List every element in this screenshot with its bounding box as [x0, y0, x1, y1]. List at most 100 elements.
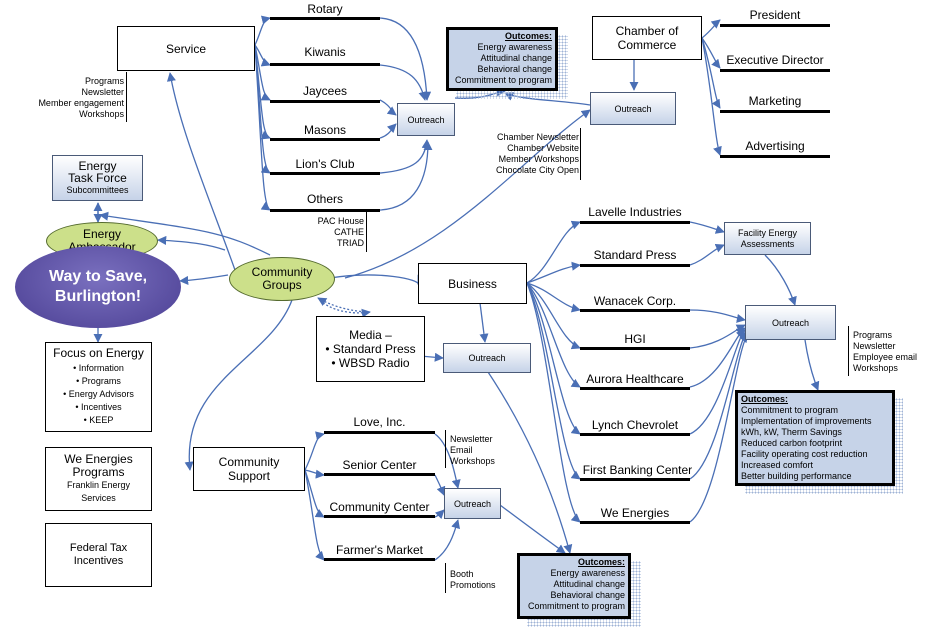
outcomes-top-title: Outcomes:	[504, 31, 552, 41]
company-label: Aurora Healthcare	[586, 372, 684, 386]
company-label: We Energies	[600, 506, 670, 520]
facility-line: Assessments	[740, 238, 795, 249]
company-bar	[580, 521, 690, 524]
love-notes-rule	[445, 430, 446, 468]
club-kiwanis: Kiwanis	[304, 45, 346, 59]
business-note: Workshops	[853, 363, 898, 373]
federal-tax-box: Federal Tax Incentives	[45, 523, 152, 587]
outcome-item: Attitudinal change	[553, 579, 625, 589]
we-energies-sub-line: Services	[81, 493, 116, 503]
club-bar	[270, 17, 380, 20]
outcome-item: kWh, kW, Therm Savings	[741, 427, 842, 437]
club-bar	[270, 100, 380, 103]
chamber-title-line: Commerce	[617, 38, 677, 52]
outcome-item: Energy awareness	[477, 42, 552, 52]
club-bar	[270, 209, 380, 212]
focus-item: • Information	[73, 363, 124, 373]
outcome-item: Facility operating cost reduction	[741, 449, 868, 459]
chamber-notes-rule	[580, 128, 581, 180]
service-box: Service	[117, 26, 255, 71]
others-note: CATHE	[334, 227, 364, 237]
outcome-item: Behavioral change	[550, 590, 625, 600]
others-note: PAC House	[317, 216, 364, 226]
outcome-item: Better building performance	[741, 471, 852, 481]
media-line: • Standard Press	[325, 342, 416, 356]
club-rotary: Rotary	[307, 2, 343, 16]
business-note: Employee email	[853, 352, 918, 362]
others-notes: PAC House CATHE TRIAD	[308, 216, 364, 249]
company-label: Lavelle Industries	[588, 205, 682, 219]
facility-assessments-box: Facility Energy Assessments	[724, 222, 811, 255]
community-support-box: Community Support	[193, 447, 305, 491]
role-bar	[720, 155, 830, 158]
outcome-item: Behavioral change	[477, 64, 552, 74]
company-bar	[580, 387, 690, 390]
business-box: Business	[418, 263, 527, 304]
business-outreach-label: Outreach	[468, 353, 506, 363]
focus-item: • KEEP	[83, 415, 114, 425]
market-note: Booth	[450, 569, 474, 579]
chamber-title-line: Chamber of	[615, 24, 679, 38]
community-outreach-box: Outreach	[444, 488, 501, 519]
love-note: Email	[450, 445, 473, 455]
focus-on-energy-box: Focus on Energy • Information • Programs…	[45, 342, 152, 432]
community-groups-ellipse: Community Groups	[229, 257, 335, 301]
org-bar	[324, 515, 435, 518]
company-label: HGI	[624, 332, 646, 346]
we-energies-line: We Energies	[64, 452, 133, 466]
we-energies-line: Programs	[72, 465, 125, 479]
org-bar	[324, 473, 435, 476]
chamber-outreach-box: Outreach	[590, 92, 676, 125]
company-bar	[580, 433, 690, 436]
company-label: Wanacek Corp.	[593, 294, 677, 308]
service-outreach-label: Outreach	[407, 114, 445, 125]
task-force-line: Subcommittees	[66, 185, 129, 195]
outcomes-bottom-title: Outcomes:	[577, 557, 625, 567]
role-bar	[720, 110, 830, 113]
outcome-item: Energy awareness	[550, 568, 625, 578]
company-bar	[580, 221, 690, 224]
community-support-line: Support	[227, 469, 271, 483]
business-outreach-right-label: Outreach	[771, 317, 810, 328]
outcome-item: Attitudinal change	[480, 53, 552, 63]
club-jaycees: Jaycees	[302, 84, 348, 98]
media-box: Media – • Standard Press • WBSD Radio	[316, 316, 425, 382]
service-note: Programs	[84, 76, 124, 86]
chamber-note: Member Workshops	[498, 154, 579, 164]
chamber-box: Chamber of Commerce	[592, 16, 702, 60]
business-note: Newsletter	[853, 341, 896, 351]
company-label: Standard Press	[593, 248, 677, 262]
love-note: Workshops	[450, 456, 495, 466]
federal-line: Federal Tax	[69, 542, 128, 554]
org-bar	[324, 558, 435, 561]
company-bar	[580, 347, 690, 350]
org-label: Love, Inc.	[353, 415, 406, 429]
role-marketing: Marketing	[748, 94, 802, 108]
task-force-line: Energy	[78, 159, 117, 173]
club-masons: Masons	[303, 123, 347, 137]
way-to-save-line: Burlington!	[54, 288, 142, 305]
org-label: Community Center	[329, 500, 430, 514]
love-note: Newsletter	[450, 434, 493, 444]
facility-line: Facility Energy	[737, 227, 798, 238]
focus-item: • Energy Advisors	[63, 389, 134, 399]
service-note: Newsletter	[81, 87, 124, 97]
others-notes-rule	[366, 212, 367, 252]
company-label: Lynch Chevrolet	[591, 418, 679, 432]
outcome-item: Reduced carbon footprint	[741, 438, 843, 448]
ambassador-line: Energy	[82, 227, 122, 241]
service-note: Workshops	[79, 109, 124, 119]
chamber-notes: Chamber Newsletter Chamber Website Membe…	[485, 132, 579, 176]
business-outreach-right-box: Outreach	[745, 305, 836, 340]
market-notes: Booth Promotions	[450, 569, 510, 591]
outcome-item: Commitment to program	[527, 601, 625, 611]
company-bar	[580, 478, 690, 481]
chamber-note: Chocolate City Open	[495, 165, 579, 175]
outcome-item: Increased comfort	[741, 460, 814, 470]
community-groups-line: Groups	[262, 278, 302, 292]
club-bar	[270, 63, 380, 66]
community-support-line: Community	[218, 455, 280, 469]
service-notes-rule	[126, 72, 127, 122]
way-to-save-ellipse: Way to Save, Burlington!	[15, 246, 181, 328]
chamber-outreach-label: Outreach	[614, 103, 652, 114]
